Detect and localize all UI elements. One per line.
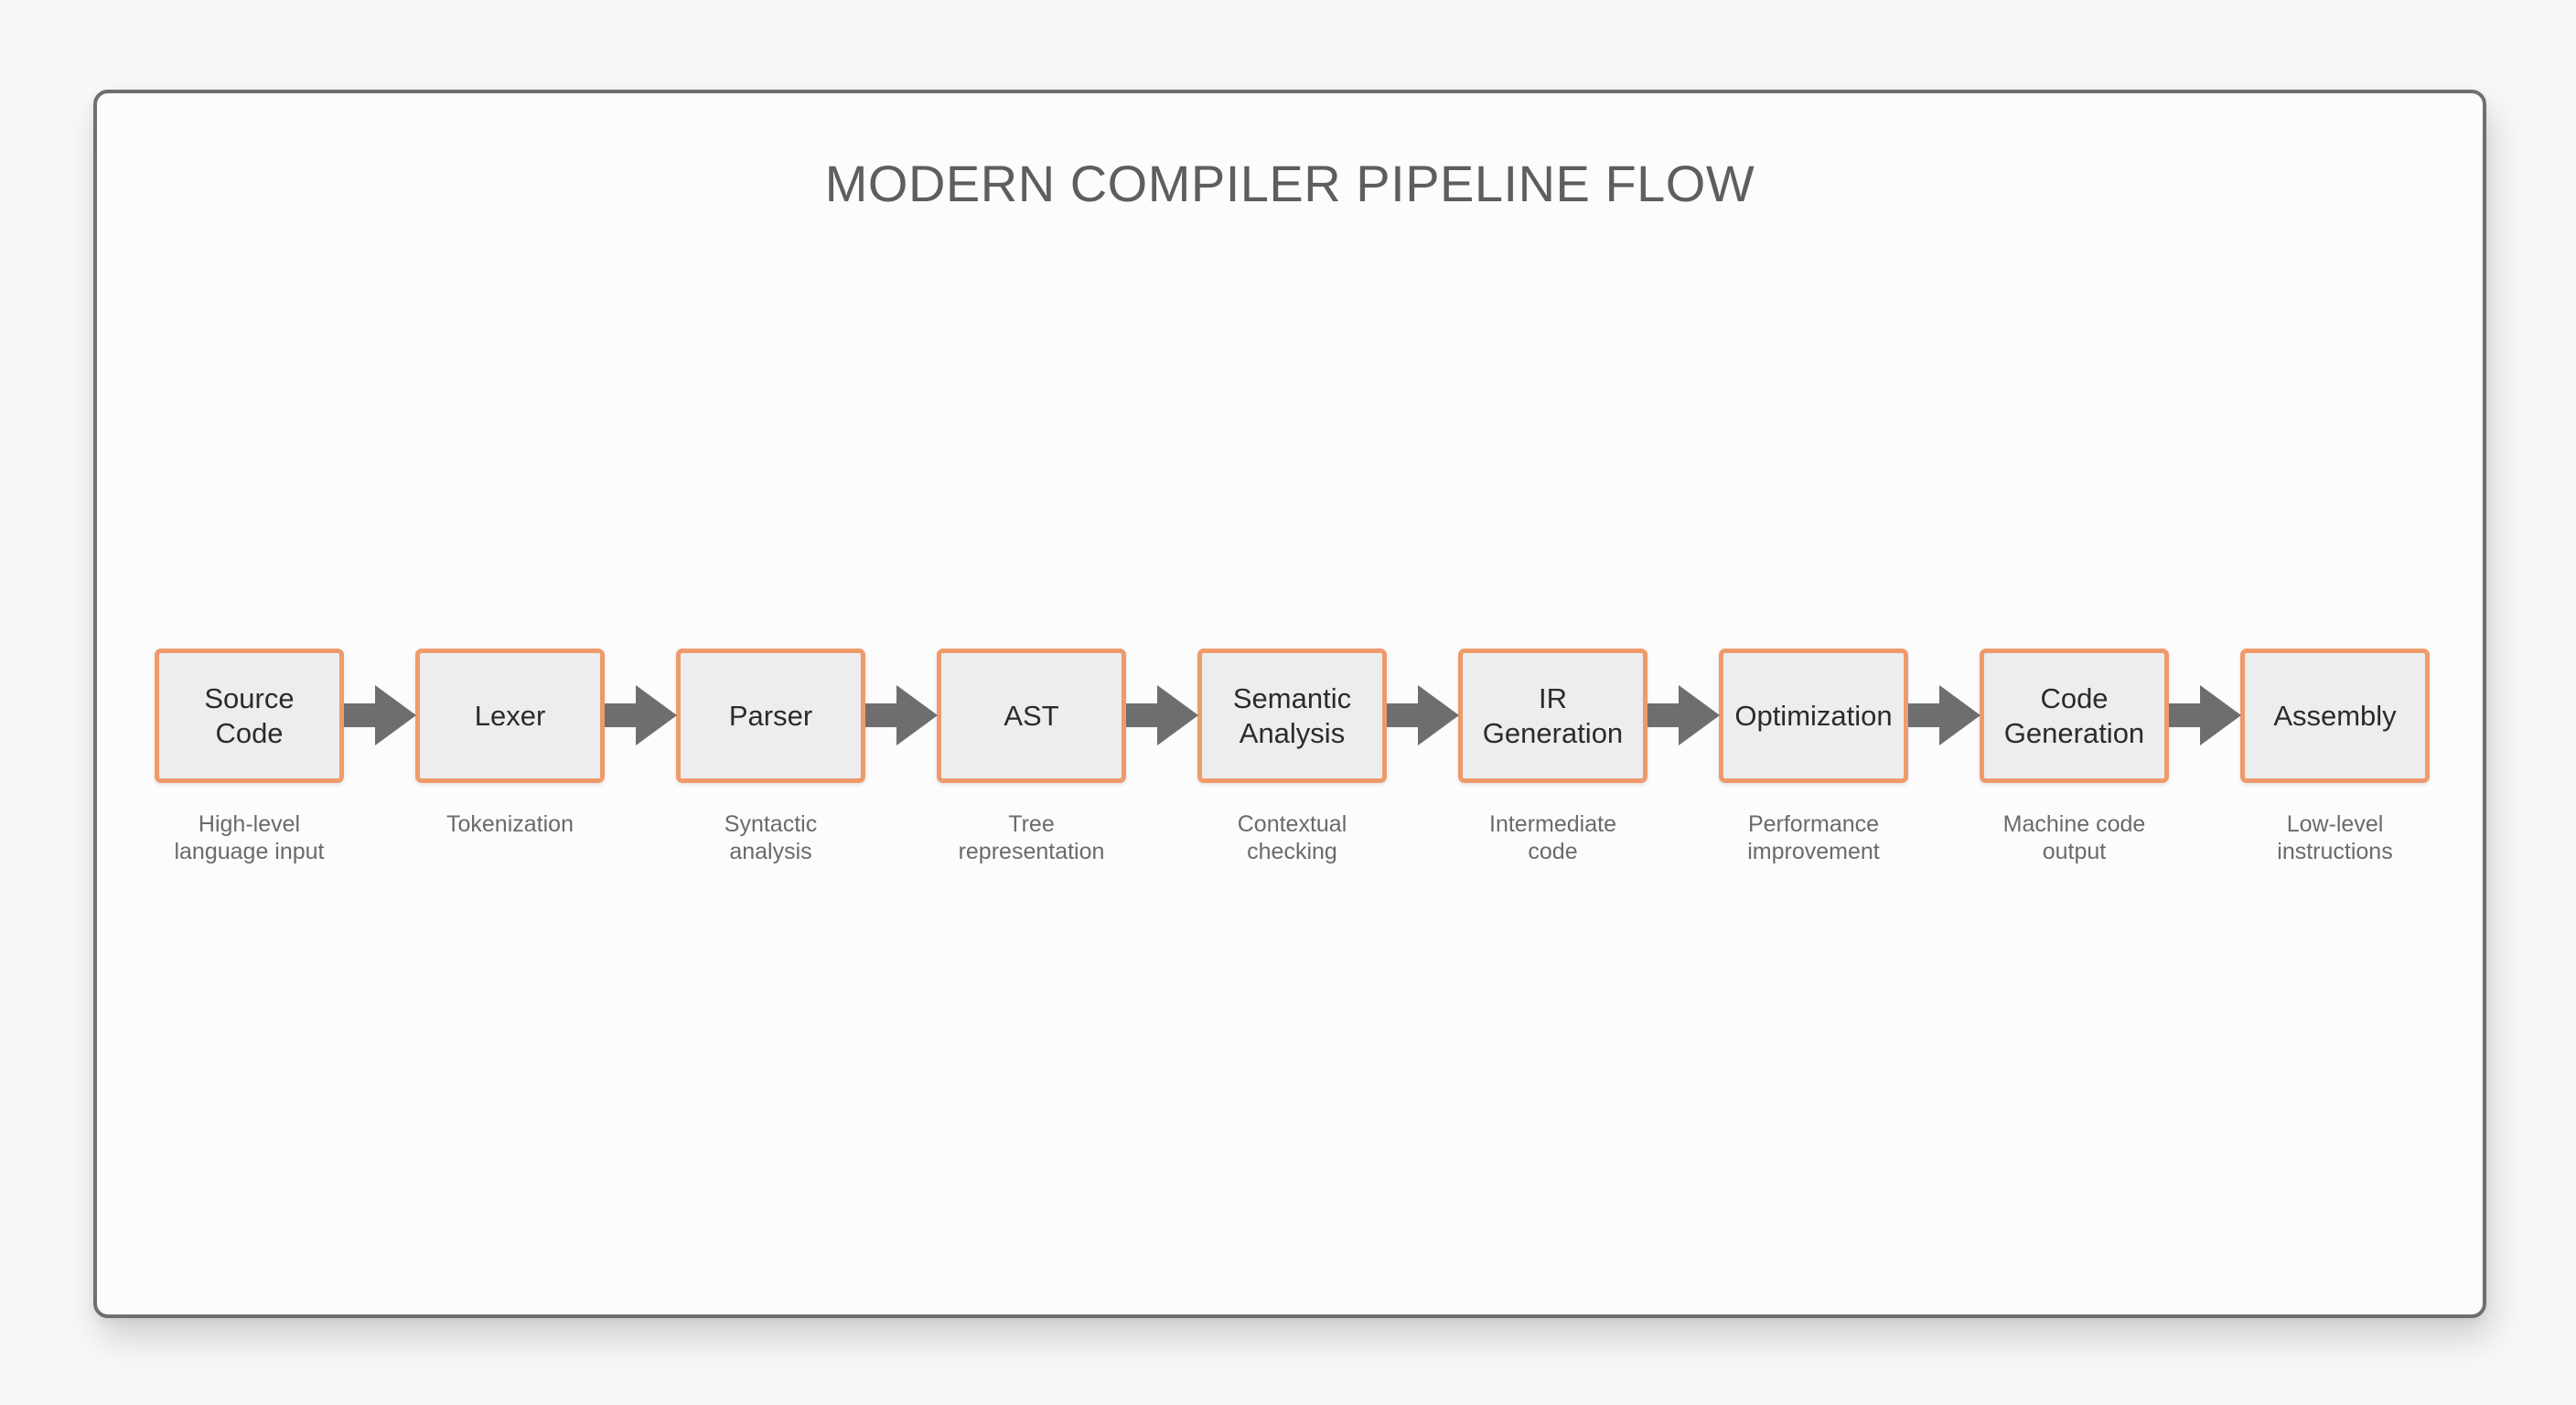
- stage-description-ast: Tree representation: [958, 811, 1105, 864]
- stage-description-semantic-analysis: Contextual checking: [1237, 811, 1347, 864]
- stage-description-source-code: High-level language input: [174, 811, 325, 864]
- stage-description-optimization: Performance improvement: [1747, 811, 1880, 864]
- stage-box-assembly: Assembly: [2240, 649, 2430, 783]
- stage-description-code-generation: Machine code output: [2002, 811, 2146, 864]
- stage-description-lexer: Tokenization: [446, 811, 574, 837]
- stage-box-ir-generation: IR Generation: [1458, 649, 1648, 783]
- arrow-right-icon: [344, 685, 417, 745]
- arrow-right-icon: [2169, 685, 2242, 745]
- stage-box-source-code: Source Code: [155, 649, 344, 783]
- diagram-canvas: MODERN COMPILER PIPELINE FLOW Source Cod…: [93, 90, 2486, 1318]
- stage-description-assembly: Low-level instructions: [2277, 811, 2393, 864]
- arrow-right-icon: [865, 685, 939, 745]
- stage-description-ir-generation: Intermediate code: [1489, 811, 1616, 864]
- stage-box-ast: AST: [937, 649, 1126, 783]
- stage-box-lexer: Lexer: [415, 649, 605, 783]
- arrow-right-icon: [1908, 685, 1981, 745]
- stage-box-semantic-analysis: Semantic Analysis: [1197, 649, 1387, 783]
- arrow-right-icon: [1387, 685, 1460, 745]
- stage-box-optimization: Optimization: [1719, 649, 1908, 783]
- stage-description-parser: Syntactic analysis: [724, 811, 818, 864]
- arrow-right-icon: [1126, 685, 1199, 745]
- stage-box-code-generation: Code Generation: [1980, 649, 2169, 783]
- arrow-right-icon: [605, 685, 678, 745]
- arrow-right-icon: [1648, 685, 1721, 745]
- diagram-title: MODERN COMPILER PIPELINE FLOW: [824, 155, 1755, 212]
- stage-box-parser: Parser: [676, 649, 865, 783]
